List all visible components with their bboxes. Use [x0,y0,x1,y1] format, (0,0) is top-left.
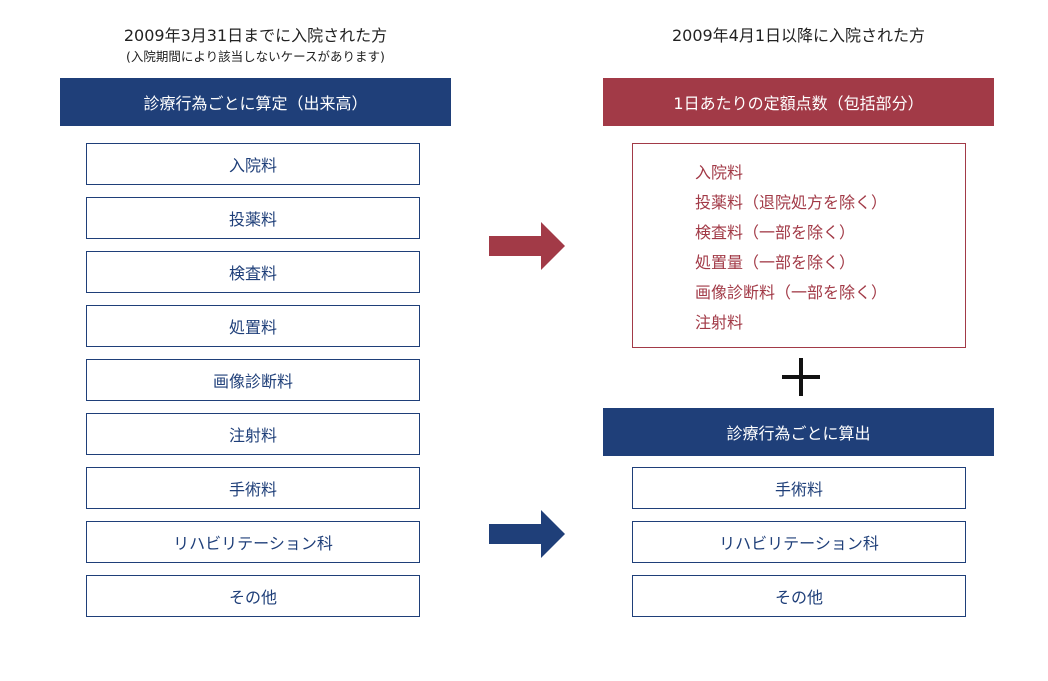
included-items-list: 入院料 投薬料（退院処方を除く） 検査料（一部を除く） 処置量（一部を除く） 画… [695,158,887,338]
before-item-0: 入院料 [86,143,420,185]
before-item-7: リハビリテーション科 [86,521,420,563]
after-item-2: その他 [632,575,966,617]
before-note: (入院期間により該当しないケースがあります) [126,49,385,64]
right-arrow-icon [489,510,565,558]
included-items-box: 入院料 投薬料（退院処方を除く） 検査料（一部を除く） 処置量（一部を除く） 画… [632,143,966,348]
included-item: 処置量（一部を除く） [695,253,856,272]
included-item: 注射料 [695,313,744,332]
plus-icon [782,358,820,396]
included-item: 検査料（一部を除く） [695,223,856,242]
after-included-banner: 1日あたりの定額点数（包括部分） [603,78,994,126]
after-heading: 2009年4月1日以降に入院された方 [671,26,926,45]
included-item: 入院料 [695,163,744,182]
navy-arrow-shape [489,510,565,558]
included-item: 投薬料（退院処方を除く） [695,193,888,212]
after-item-1: リハビリテーション科 [632,521,966,563]
after-item-0: 手術料 [632,467,966,509]
before-item-6: 手術料 [86,467,420,509]
before-item-1: 投薬料 [86,197,420,239]
before-heading: 2009年3月31日までに入院された方 [123,26,388,45]
before-item-3: 処置料 [86,305,420,347]
red-arrow-shape [489,222,565,270]
before-item-2: 検査料 [86,251,420,293]
before-banner: 診療行為ごとに算定（出来高） [60,78,451,126]
before-item-5: 注射料 [86,413,420,455]
before-item-4: 画像診断料 [86,359,420,401]
after-per-item-banner: 診療行為ごとに算出 [603,408,994,456]
right-arrow-icon [489,222,565,270]
before-item-8: その他 [86,575,420,617]
included-item: 画像診断料（一部を除く） [695,283,888,302]
